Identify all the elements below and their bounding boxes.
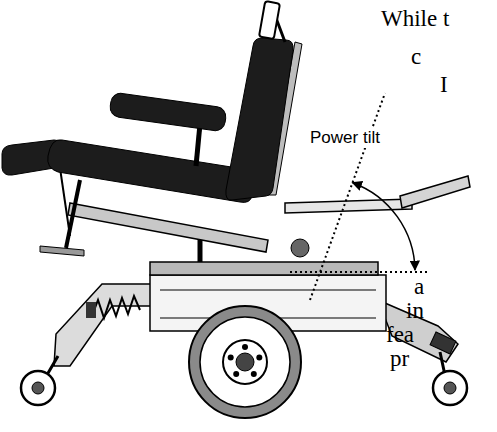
wheel-hub (223, 340, 267, 384)
seat-post (198, 240, 203, 262)
rear-caster (433, 371, 467, 405)
seat-frame (68, 203, 268, 252)
armrest-pad (109, 92, 227, 132)
headrest (259, 1, 280, 39)
spring-mount (86, 302, 96, 318)
lug-nut (242, 344, 248, 350)
caster-hub (32, 382, 44, 394)
backrest-cushion (226, 38, 293, 200)
leg-hanger (66, 180, 80, 248)
front-arm (54, 284, 152, 366)
hub-cap (236, 353, 254, 371)
tray-plate (400, 176, 470, 208)
foot-plate (40, 246, 84, 256)
tilt-line (310, 93, 385, 300)
page-text: I (440, 72, 470, 98)
angle-label: Power tilt (306, 128, 384, 148)
page-text: in (406, 298, 446, 324)
lug-nut (233, 371, 239, 377)
chassis-line (160, 290, 376, 291)
armrest-post (196, 124, 200, 166)
lug-nut (228, 354, 234, 360)
page-text: a (414, 274, 454, 300)
seat-cushion (48, 140, 257, 203)
reference-line (290, 271, 428, 273)
drive-wheel (189, 306, 301, 418)
angle-arc (353, 183, 416, 270)
page-text: pr (390, 346, 440, 372)
page-text: c (411, 44, 441, 70)
leg-rod (60, 168, 70, 236)
page-text: fea (386, 322, 446, 348)
suspension-spring (92, 296, 140, 318)
lug-nut (256, 354, 262, 360)
front-caster (21, 371, 55, 405)
rear-bumper (430, 332, 456, 354)
page-text: While t (381, 6, 497, 32)
lug-nut (251, 371, 257, 377)
base-plate (150, 262, 378, 275)
wheel-rim (200, 317, 290, 407)
tilt-actuator (291, 239, 309, 257)
caster-hub (444, 382, 456, 394)
